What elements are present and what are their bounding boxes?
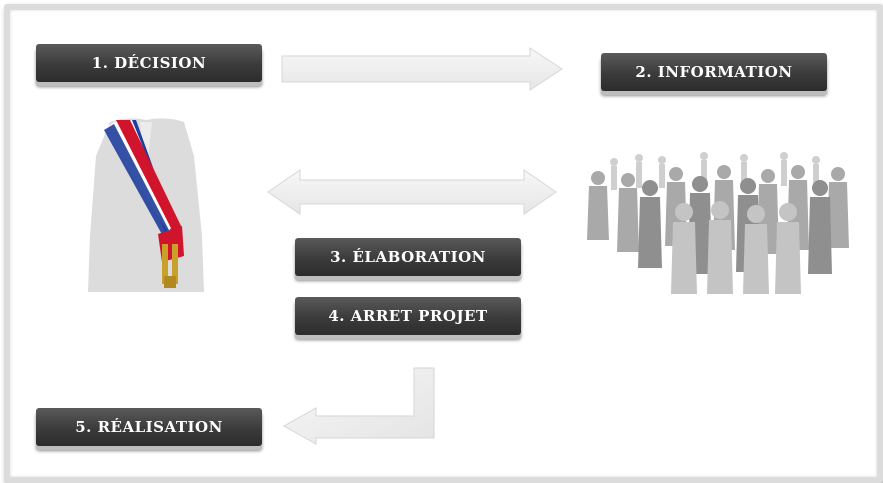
- step-decision-label: 1. DÉCISION: [91, 54, 207, 72]
- step-decision[interactable]: 1. DÉCISION: [36, 44, 262, 82]
- step-arret-projet-label: 4. ARRET PROJET: [328, 307, 488, 325]
- crowd-people-icon: [587, 152, 849, 294]
- step-arret-projet[interactable]: 4. ARRET PROJET: [295, 297, 521, 335]
- step-information[interactable]: 2. INFORMATION: [601, 53, 827, 91]
- arrow-right-icon: [281, 47, 563, 91]
- bent-arrow-icon: [282, 367, 435, 445]
- step-information-label: 2. INFORMATION: [635, 63, 793, 81]
- step-realisation[interactable]: 5. RÉALISATION: [36, 408, 262, 446]
- mayor-sash-icon: [88, 118, 204, 293]
- step-elaboration[interactable]: 3. ÉLABORATION: [295, 238, 521, 276]
- step-elaboration-label: 3. ÉLABORATION: [330, 248, 486, 266]
- double-arrow-icon: [267, 169, 557, 215]
- step-realisation-label: 5. RÉALISATION: [75, 418, 223, 436]
